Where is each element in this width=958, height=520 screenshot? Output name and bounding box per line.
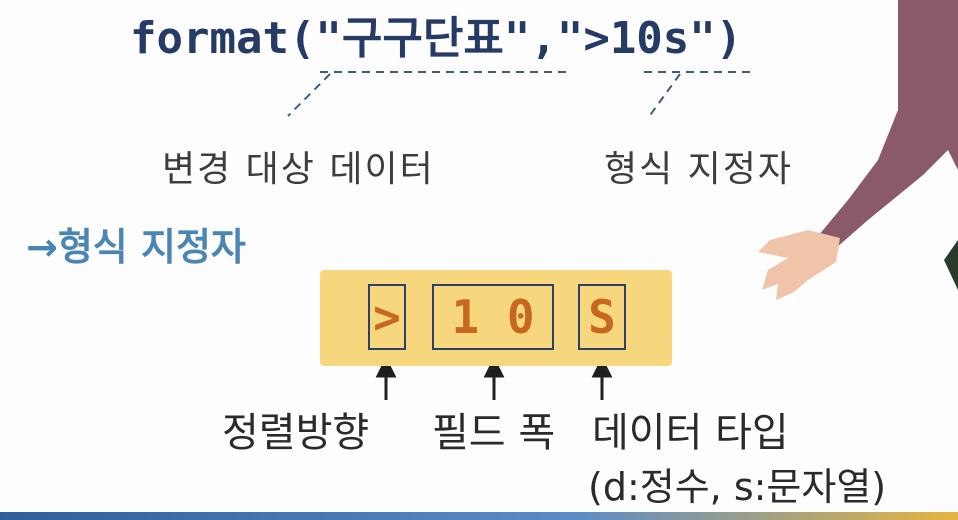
spec-pointer <box>647 73 681 119</box>
section-title: →형식 지정자 <box>26 225 246 269</box>
target-data-label: 변경 대상 데이터 <box>162 149 435 190</box>
data-type-detail: (d:정수, s:문자열) <box>588 465 887 509</box>
presenter-figure <box>758 0 958 300</box>
target-pointer <box>287 73 331 117</box>
type-cell: S <box>578 284 626 350</box>
code-suffix: ") <box>689 13 743 64</box>
code-prefix: format(" <box>130 13 342 64</box>
align-arrow-head <box>375 356 397 378</box>
align-direction-label: 정렬방향 <box>222 410 370 456</box>
format-spec-box: > 1 0 S <box>320 270 672 366</box>
width-cell: 1 0 <box>432 284 554 350</box>
width-arrow-head <box>483 356 505 378</box>
footer-bar <box>0 512 958 520</box>
format-code-line: format("구구단표",">10s") <box>130 2 742 66</box>
code-format-spec: >10s <box>583 13 690 64</box>
code-separator: "," <box>503 13 584 64</box>
type-arrow-head <box>591 356 613 378</box>
data-type-label: 데이터 타입 <box>592 410 789 456</box>
align-cell: > <box>368 284 406 350</box>
field-width-label: 필드 폭 <box>432 410 556 456</box>
code-target-string: 구구단표 <box>341 13 504 64</box>
format-spec-label: 형식 지정자 <box>604 149 794 190</box>
